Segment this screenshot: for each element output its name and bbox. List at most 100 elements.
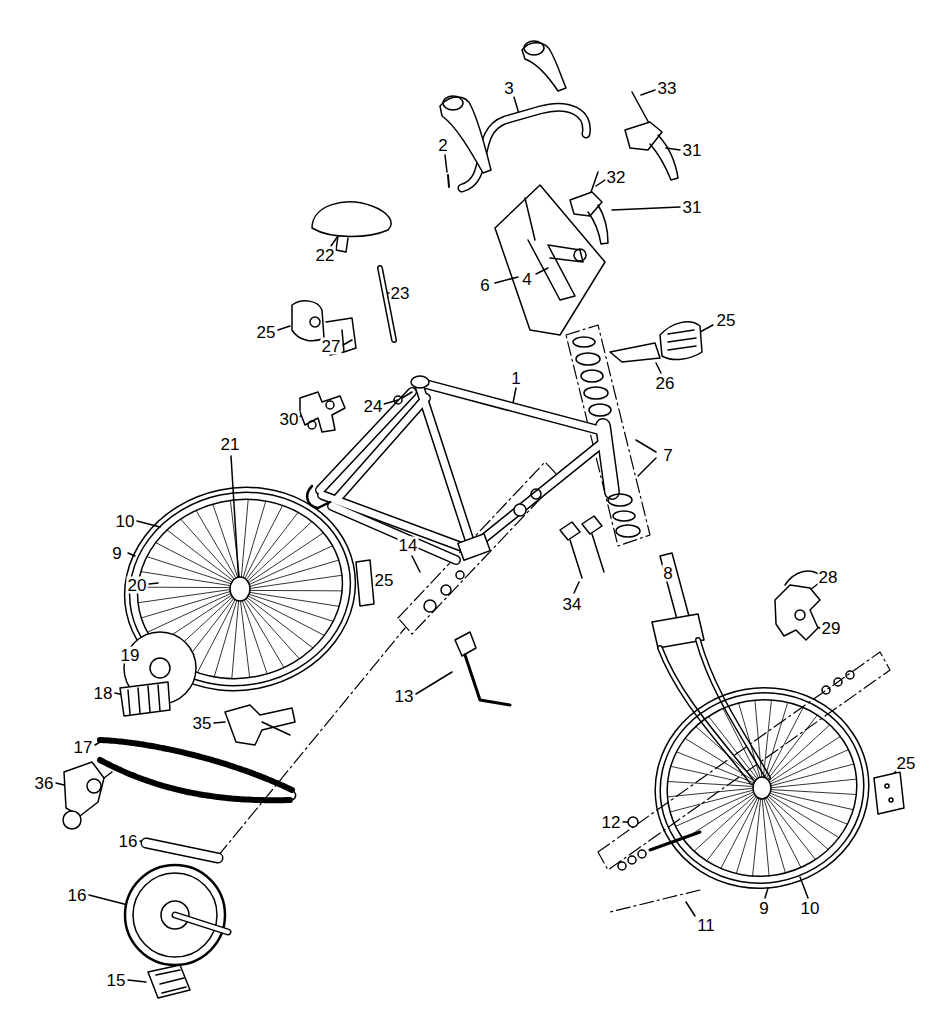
leader-line — [514, 97, 519, 114]
axle-parts — [846, 671, 854, 679]
spoke — [764, 796, 801, 868]
frame — [411, 376, 429, 388]
spoke — [753, 796, 761, 876]
brake-caliper — [308, 421, 316, 429]
frame — [418, 382, 606, 432]
spoke — [765, 795, 815, 860]
freewheel — [120, 682, 170, 716]
rear-derailleur — [63, 762, 112, 829]
callout-number: 18 — [93, 685, 114, 702]
rear-wheel — [106, 466, 375, 712]
callout-number: 15 — [106, 972, 127, 989]
reflector — [874, 772, 904, 814]
pedal — [148, 965, 190, 998]
brake-lever — [570, 92, 678, 244]
frame — [418, 382, 472, 548]
spoke — [243, 505, 283, 582]
spoke — [196, 510, 238, 581]
front-wheel — [639, 671, 884, 905]
callout-number: 1 — [510, 370, 521, 387]
spoke — [141, 590, 234, 618]
spoke — [755, 700, 762, 780]
axle-parts — [514, 504, 526, 516]
callout-number: 4 — [521, 271, 532, 288]
shifter — [592, 534, 604, 572]
axle-parts — [456, 571, 464, 579]
reflector — [292, 301, 324, 341]
axle-parts — [441, 585, 451, 595]
spoke — [241, 499, 248, 581]
frame — [418, 382, 472, 548]
shifter — [570, 540, 582, 578]
callout-number: 32 — [606, 169, 627, 186]
spoke — [762, 796, 769, 876]
callout-number: 33 — [657, 80, 678, 97]
crank — [175, 915, 228, 932]
spoke — [246, 592, 339, 607]
reflector — [668, 346, 696, 350]
frame — [332, 506, 456, 560]
reflector — [292, 301, 904, 814]
leader-line — [612, 207, 680, 210]
assembly-axis — [218, 325, 890, 912]
spoke — [721, 795, 759, 869]
shifter — [560, 516, 604, 578]
freewheel — [150, 658, 170, 678]
callout-number: 25 — [716, 312, 737, 329]
saddle — [312, 202, 391, 252]
leader-line — [231, 456, 239, 585]
brake-lever — [588, 205, 608, 244]
spoke — [245, 522, 312, 584]
stem — [495, 185, 605, 335]
brake-caliper — [795, 610, 805, 620]
freewheel — [148, 686, 150, 712]
kickstand — [465, 655, 510, 705]
reflector — [889, 798, 893, 802]
assembly-axis — [598, 652, 890, 870]
kickstand — [455, 632, 510, 705]
callout-number: 25 — [374, 572, 395, 589]
callout-number: 24 — [363, 398, 384, 415]
callout-number: 29 — [821, 620, 842, 637]
headset — [616, 525, 640, 537]
chain — [290, 790, 296, 800]
spoke — [677, 752, 757, 784]
crank — [175, 915, 228, 932]
callout-number: 10 — [115, 513, 136, 530]
frame — [320, 382, 612, 560]
stem — [574, 249, 586, 261]
callout-number: 2 — [437, 137, 448, 154]
axle-parts — [822, 686, 830, 694]
brake-caliper — [300, 392, 345, 432]
spoke — [141, 572, 234, 587]
axle-parts — [834, 678, 842, 686]
crank — [125, 843, 228, 965]
freewheel — [158, 685, 160, 711]
assembly-axis — [610, 890, 700, 912]
leader-line — [700, 325, 713, 332]
spoke — [156, 543, 236, 584]
reflector — [660, 322, 702, 360]
spoke — [739, 703, 761, 780]
axle-parts — [628, 856, 636, 864]
pedal — [156, 970, 180, 975]
spoke — [766, 794, 828, 849]
frame — [322, 495, 470, 550]
leader-line — [214, 722, 225, 723]
callout-number: 10 — [800, 900, 821, 917]
reflector — [310, 317, 320, 327]
freewheel — [120, 632, 196, 716]
spoke — [667, 788, 756, 797]
spoke — [240, 597, 250, 678]
leader-line — [686, 902, 695, 916]
pedal — [148, 965, 190, 998]
headset — [576, 353, 600, 365]
freewheel — [128, 690, 130, 714]
frame — [320, 382, 612, 560]
spoke — [244, 512, 298, 583]
spoke — [768, 764, 854, 787]
spoke — [246, 575, 342, 589]
callout-number: 7 — [662, 447, 673, 464]
spoke — [245, 533, 323, 585]
